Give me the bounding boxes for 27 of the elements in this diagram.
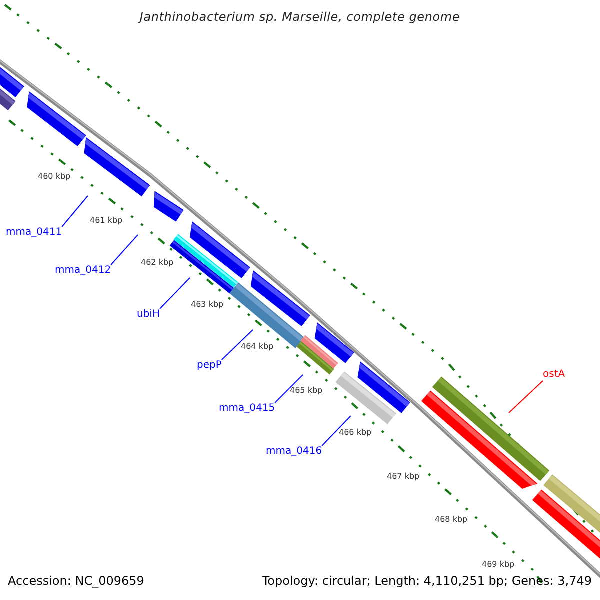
leader-line — [274, 374, 304, 404]
scale-label: 460 kbp — [38, 172, 71, 182]
leader-line — [322, 416, 352, 446]
map-title: Janthinobacterium sp. Marseille, complete genome — [137, 10, 462, 24]
gene-label: mma_0415 — [219, 403, 276, 415]
gene-label: pepP — [197, 360, 222, 372]
scale-label: 464 kbp — [241, 342, 274, 352]
footer-text: Topology: circular; Length: 4,110,251 bp; Genes: 3,749 — [262, 574, 592, 588]
scale-label: 463 kbp — [191, 300, 224, 310]
scale-label: 465 kbp — [290, 386, 323, 396]
scale-label: 466 kbp — [339, 428, 372, 438]
scale-label: 468 kbp — [435, 515, 468, 525]
gene-label: ubiH — [137, 309, 160, 321]
gene-label: ostA — [543, 369, 566, 381]
scale-label: 469 kbp — [482, 560, 515, 570]
gene-label: mma_0411 — [6, 227, 62, 239]
scale-label: 462 kbp — [141, 258, 174, 268]
leader-line — [62, 196, 88, 228]
leader-line — [110, 234, 138, 266]
gene-label: mma_0416 — [266, 446, 322, 458]
leader-line — [221, 330, 254, 360]
leader-line — [508, 380, 544, 414]
scale-label: 467 kbp — [387, 472, 420, 482]
scale-label: 461 kbp — [90, 216, 123, 226]
gene-label: mma_0412 — [55, 265, 112, 277]
footer-text: Accession: NC_009659 — [8, 574, 144, 588]
leader-line — [159, 278, 190, 310]
